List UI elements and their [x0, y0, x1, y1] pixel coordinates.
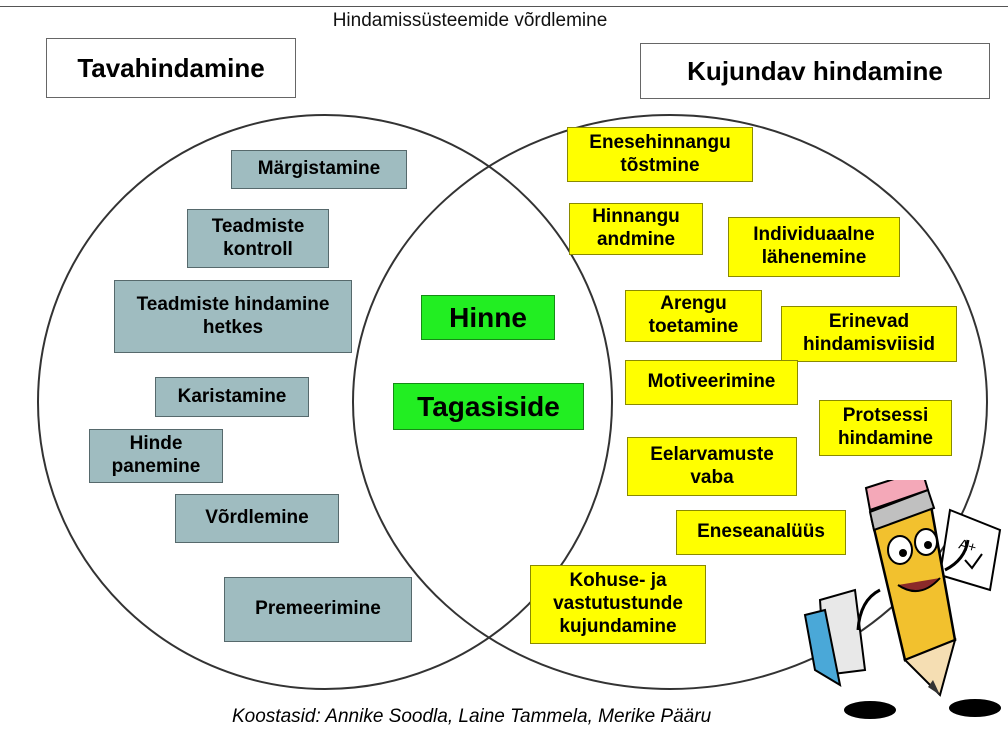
right-item-eneseanaluus: Eneseanalüüs [676, 510, 846, 555]
right-item-hinnangu-andmine: Hinnangu andmine [569, 203, 703, 255]
right-item-arengu-toetamine: Arengu toetamine [625, 290, 762, 342]
left-item-margistamine: Märgistamine [231, 150, 407, 189]
left-header-box: Tavahindamine [46, 38, 296, 98]
right-item-eelarvamuste-vaba: Eelarvamuste vaba [627, 437, 797, 496]
right-circle [352, 114, 988, 690]
left-item-premeerimine: Premeerimine [224, 577, 412, 642]
top-rule [0, 0, 1008, 7]
right-item-kohuse-ja-vastutustunde: Kohuse- ja vastutustunde kujundamine [530, 565, 706, 644]
notepad-icon [803, 588, 867, 688]
center-item-hinne: Hinne [421, 295, 555, 340]
left-item-teadmiste-kontroll: Teadmiste kontroll [187, 209, 329, 268]
right-header-label: Kujundav hindamine [687, 55, 943, 86]
right-item-motiveerimine: Motiveerimine [625, 360, 798, 405]
right-header-box: Kujundav hindamine [640, 43, 990, 99]
left-header-label: Tavahindamine [77, 52, 265, 83]
right-item-enesehinnangu-tostmine: Enesehinnangu tõstmine [567, 127, 753, 182]
paper-sheet-icon: A+ [938, 508, 1002, 592]
center-item-tagasiside: Tagasiside [393, 383, 584, 430]
footer-credit: Koostasid: Annike Soodla, Laine Tammela,… [232, 706, 712, 727]
left-item-hinde-panemine: Hinde panemine [89, 429, 223, 483]
pencil-body-icon [844, 480, 1001, 719]
right-item-individuaalne-lahenemine: Individuaalne lähenemine [728, 217, 900, 277]
left-item-teadmiste-hindamine-hetkes: Teadmiste hindamine hetkes [114, 280, 352, 353]
pencil-mascot-icon: A+ [803, 480, 1002, 719]
right-item-erinevad-hindamisviisid: Erinevad hindamisviisid [781, 306, 957, 362]
left-circle [37, 114, 613, 690]
right-item-protsessi-hindamine: Protsessi hindamine [819, 400, 952, 456]
page-title: Hindamissüsteemide võrdlemine [332, 10, 608, 31]
left-item-karistamine: Karistamine [155, 377, 309, 417]
left-item-vordlemine: Võrdlemine [175, 494, 339, 543]
